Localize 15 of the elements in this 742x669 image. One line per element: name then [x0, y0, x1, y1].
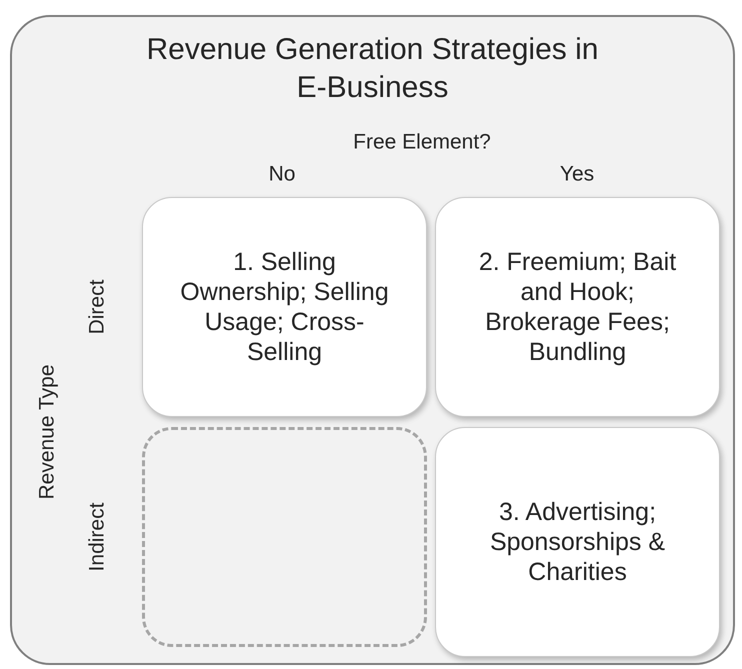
strategy-box: [435, 197, 720, 417]
strategy-text: 2. Freemium; Bait and Hook; Brokerage Fees; Bundling: [478, 247, 678, 367]
outer-panel: [10, 15, 735, 665]
axis-label: No: [268, 164, 296, 184]
strategy-text: 3. Advertising; Sponsorships & Charities: [488, 497, 666, 587]
axis-label: Yes: [560, 164, 594, 184]
empty-dashed-box: [142, 427, 427, 647]
axis-label-vertical: Direct: [86, 280, 108, 334]
strategy-text: 1. Selling Ownership; Selling Usage; Cross-Selling: [179, 247, 390, 367]
axis-label: Free Element?: [353, 132, 491, 152]
heading: Revenue Generation Strategies in E-Business: [146, 32, 600, 106]
axis-label-vertical: Indirect: [86, 502, 108, 572]
axis-label-vertical: Revenue Type: [36, 364, 58, 500]
strategy-box: [435, 427, 720, 657]
strategy-box: [142, 197, 427, 417]
